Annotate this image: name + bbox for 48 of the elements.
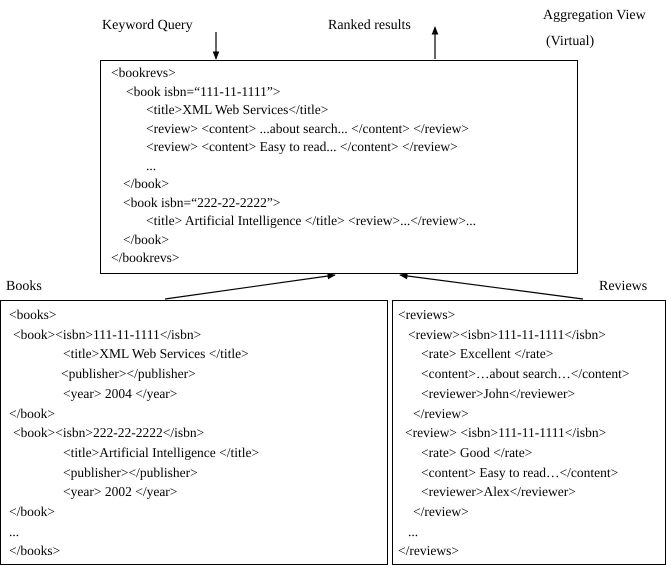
code-line: <publisher></publisher> — [61, 365, 196, 384]
code-line: <review><isbn>111-11-1111</isbn> — [408, 326, 606, 344]
code-line: <bookrevs> — [111, 64, 176, 82]
code-line: <rate> Excellent </rate> — [421, 345, 554, 364]
code-line: <content>…about search…</content> — [421, 365, 630, 384]
edge-label: Ranked results — [328, 18, 411, 34]
code-line: <book isbn=“111-11-1111”> — [126, 82, 280, 100]
code-box — [100, 60, 578, 274]
code-line: ... — [408, 522, 418, 541]
code-line: <review> <content> Easy to read... </content> </review> — [146, 138, 458, 156]
code-line: <content> Easy to read…</content> — [421, 464, 618, 482]
code-line: <publisher></publisher> — [63, 464, 198, 482]
code-line: <title>XML Web Services</title> — [146, 101, 328, 119]
code-line: <review> <isbn>111-11-1111</isbn> — [405, 424, 606, 442]
code-line: <title> Artificial Intelligence </title> <review>...</review>... — [146, 212, 476, 230]
code-line: ... — [146, 156, 156, 174]
code-line: <book isbn=“222-22-2222”> — [123, 194, 280, 212]
code-line: </book> — [9, 404, 55, 423]
code-line: </book> — [123, 230, 169, 248]
arrow — [164, 272, 336, 300]
code-line: <book><isbn>111-11-1111</isbn> — [13, 326, 202, 344]
code-line: <reviewer>John</reviewer> — [421, 384, 576, 403]
code-line: </review> — [413, 404, 469, 423]
code-line: <title>Artificial Intelligence </title> — [63, 444, 260, 462]
code-line: <rate> Good </rate> — [421, 444, 532, 462]
code-line: <book><isbn>222-22-2222</isbn> — [13, 424, 204, 442]
code-line: ... — [9, 522, 20, 541]
code-line: <review> <content> ...about search... </content> </review> — [146, 120, 469, 138]
box-heading: Books — [6, 279, 42, 295]
edge-label: Keyword Query — [102, 18, 193, 34]
code-line: </books> — [9, 542, 60, 560]
arrow — [399, 272, 584, 300]
code-line: </book> — [123, 175, 169, 193]
code-line: <year> 2002 </year> — [63, 483, 178, 502]
code-line: </book> — [9, 503, 55, 522]
arrow — [212, 32, 220, 60]
node-label: (Virtual) — [546, 34, 594, 50]
code-line: </review> — [413, 503, 469, 522]
code-line: <reviews> — [398, 306, 456, 324]
code-line: <reviewer>Alex</reviewer> — [421, 483, 576, 502]
arrow — [432, 26, 438, 59]
code-line: <year> 2004 </year> — [63, 384, 178, 403]
code-line: <books> — [9, 306, 56, 324]
box-heading: Reviews — [599, 279, 648, 295]
node-label: Aggregation View — [543, 8, 646, 24]
code-line: </reviews> — [398, 542, 459, 560]
code-line: </bookrevs> — [111, 249, 180, 267]
code-line: <title>XML Web Services </title> — [63, 345, 249, 364]
